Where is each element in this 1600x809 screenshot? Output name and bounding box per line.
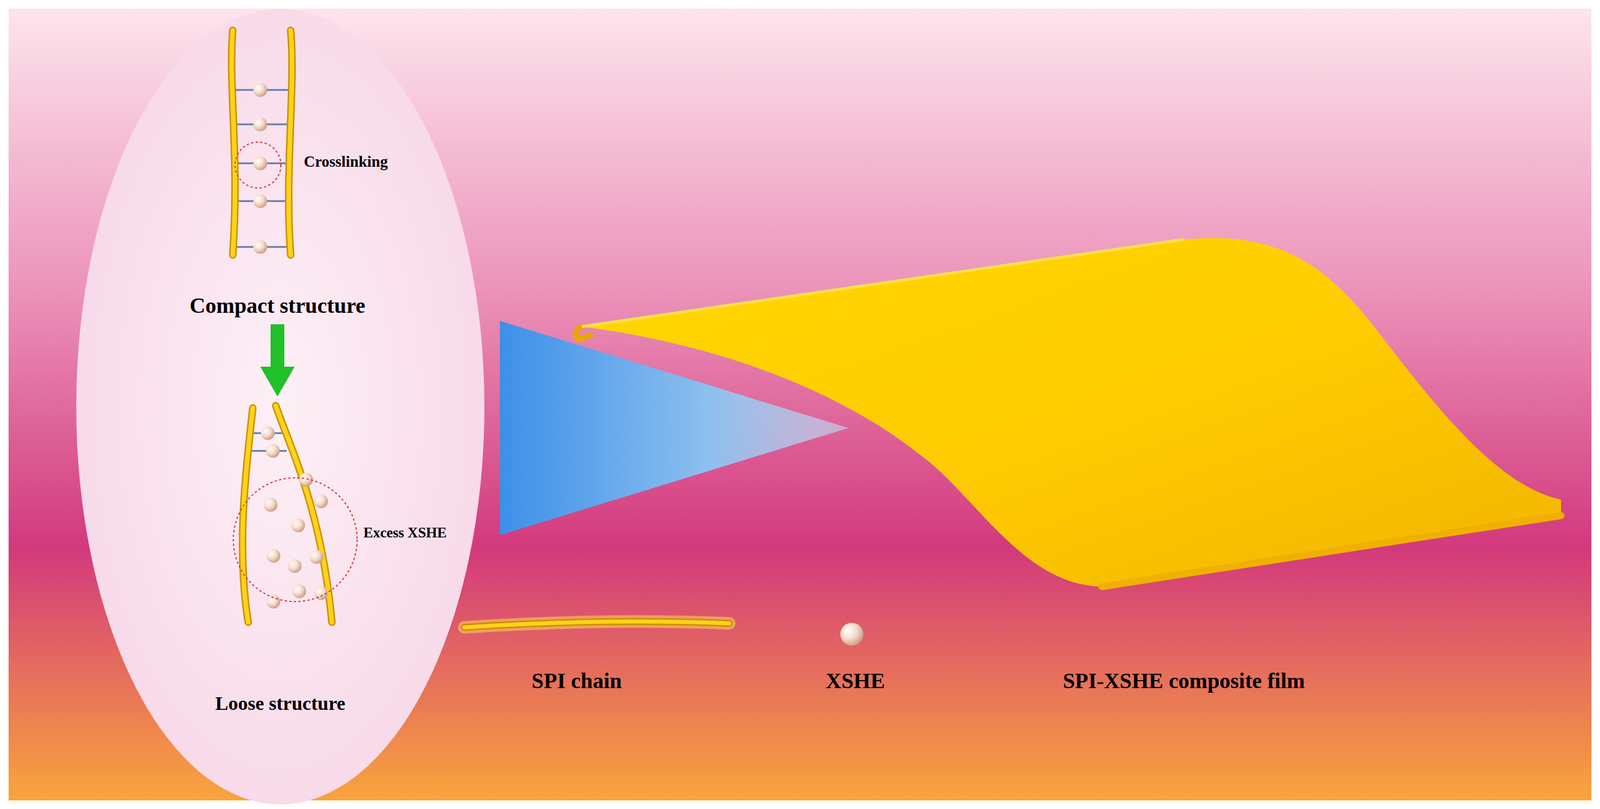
transition-arrow <box>260 324 295 397</box>
state-caption: Compact structure <box>189 293 366 319</box>
compact-ladder <box>231 30 292 256</box>
callout-label: Crosslinking <box>303 153 389 171</box>
legend-text: SPI chain <box>531 669 622 695</box>
callout-label: Excess XSHE <box>363 525 447 542</box>
legend-sample <box>464 621 864 647</box>
legend-text: XSHE <box>825 669 885 695</box>
loose-ladder <box>233 405 358 623</box>
composite-film <box>575 237 1562 588</box>
film-label: SPI-XSHE composite film <box>1062 669 1305 695</box>
zoom-ellipse <box>76 9 485 805</box>
state-caption: Loose structure <box>215 692 346 715</box>
